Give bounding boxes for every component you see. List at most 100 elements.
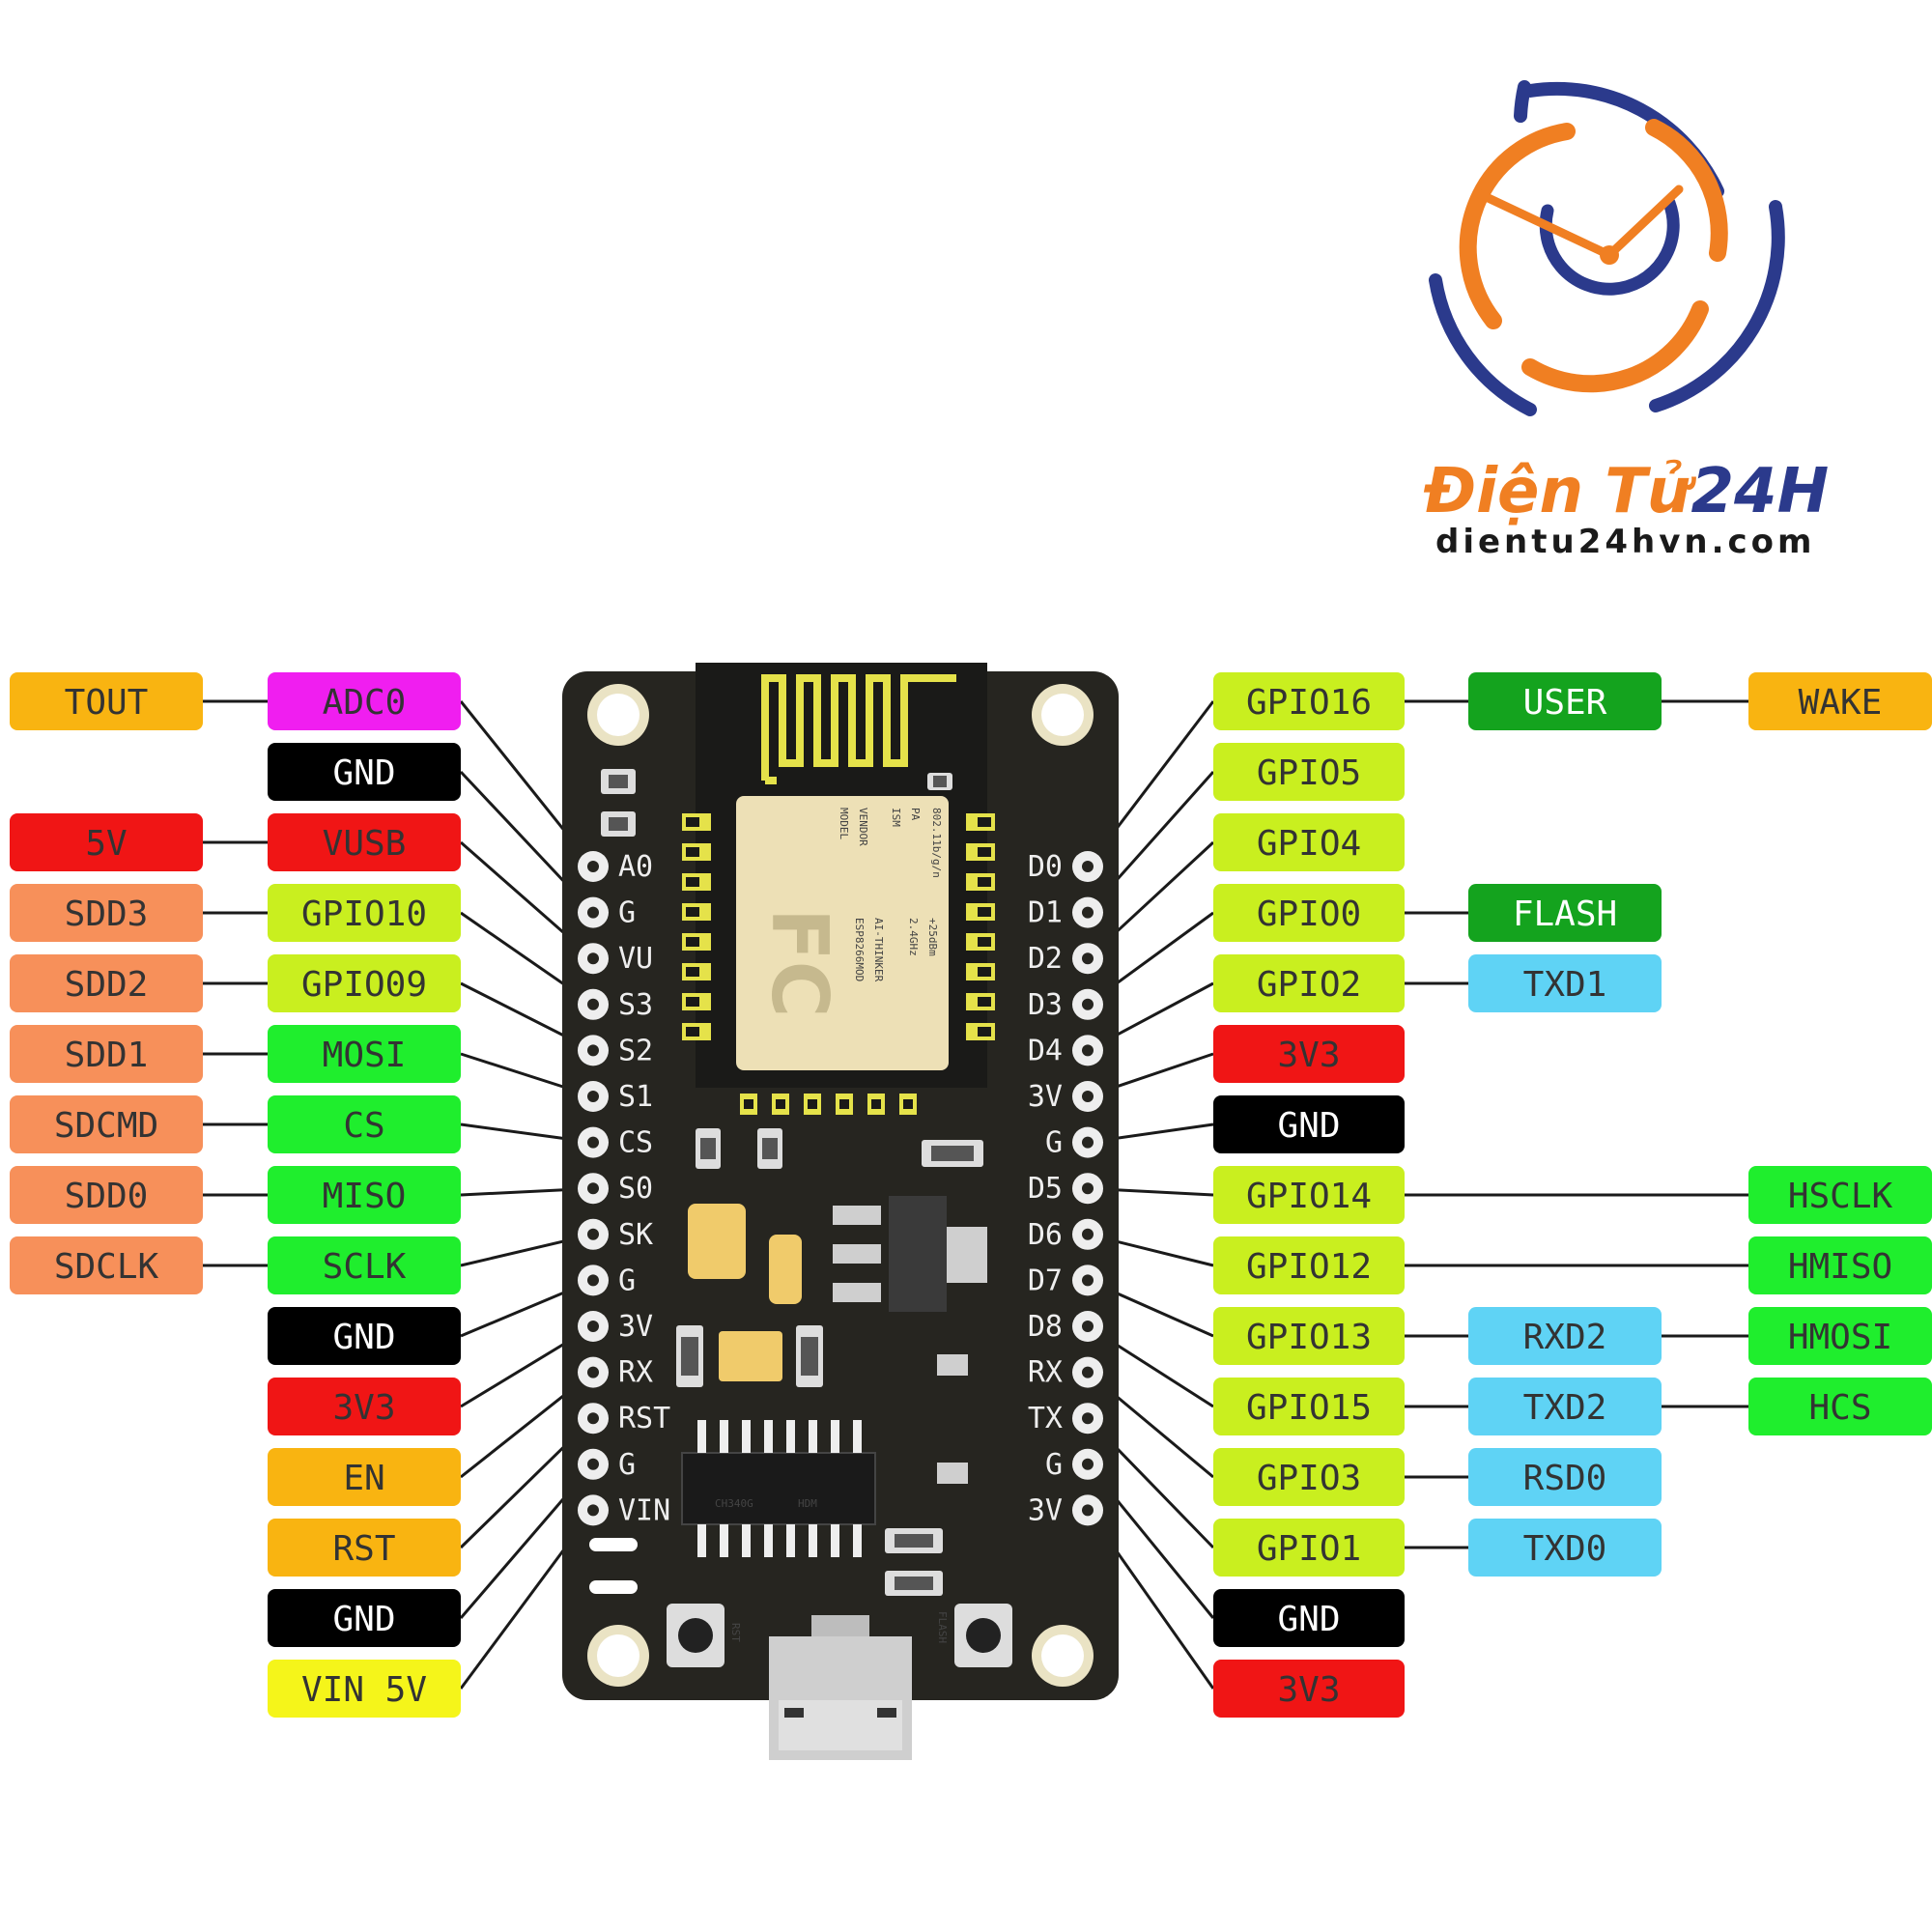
- header-pin-hole: [587, 1228, 599, 1240]
- left-pin-label-bg: [268, 1025, 461, 1083]
- left-pin-label-text: VIN 5V: [301, 1670, 427, 1710]
- right-pin-label: GPIO0: [1213, 884, 1405, 942]
- rst-button[interactable]: RST: [667, 1604, 742, 1667]
- micro-usb-port[interactable]: [769, 1615, 912, 1760]
- left-pin-label-text: VUSB: [323, 824, 407, 864]
- left-pin-label: GPIO10: [268, 884, 461, 942]
- right-alt-label-bg: [1468, 1519, 1662, 1577]
- right-pin-label-bg: [1213, 1589, 1405, 1647]
- board-pin-label: VU: [618, 942, 653, 976]
- rst-button-label: RST: [729, 1623, 742, 1642]
- board-pin-label: S2: [618, 1034, 653, 1067]
- module-pad-hole: [978, 937, 991, 947]
- mounting-holes: [587, 684, 1094, 1687]
- left-pin-label-bg: [268, 884, 461, 942]
- header-pin-hole: [1082, 1182, 1094, 1195]
- module-pad-hole: [744, 1099, 753, 1109]
- left-pin-label: CS: [268, 1095, 461, 1153]
- right-pin-label-bg: [1213, 1660, 1405, 1718]
- clock-logo-icon: [1429, 80, 1785, 416]
- module-pad-hole: [808, 1099, 817, 1109]
- right-alt-label: FLASH: [1468, 884, 1662, 942]
- board-pin-label: D1: [1028, 896, 1063, 930]
- flash-button-label: FLASH: [936, 1611, 949, 1643]
- module-pad-hole: [839, 1099, 849, 1109]
- smd-components: [589, 769, 987, 1596]
- left-pin-label-text: RST: [332, 1529, 395, 1569]
- board-pin-label: CS: [618, 1126, 653, 1160]
- left-pin-label-bg: [268, 743, 461, 801]
- module-text-line: ISM: [890, 808, 902, 827]
- left-pin-label-text: MOSI: [323, 1036, 407, 1075]
- left-alt-label-text: SDD3: [65, 895, 149, 934]
- board-pin-label: D3: [1028, 988, 1063, 1022]
- left-pin-label: GND: [268, 1307, 461, 1365]
- left-alt-label-bg: [10, 954, 203, 1012]
- right-pin-label-bg: [1213, 1519, 1405, 1577]
- module-text-line: VENDOR: [857, 808, 869, 846]
- right-pin-label-bg: [1213, 1025, 1405, 1083]
- right-pin-label: GPIO15: [1213, 1378, 1405, 1435]
- board-pin-label: 3V: [1028, 1080, 1063, 1114]
- ic-leg: [764, 1524, 773, 1557]
- right-pin-label: GPIO1: [1213, 1519, 1405, 1577]
- left-pin-label: VUSB: [268, 813, 461, 871]
- header-pin-hole: [587, 1182, 599, 1195]
- left-pin-label-bg: [268, 672, 461, 730]
- left-alt-label: 5V: [10, 813, 203, 871]
- ic-label: CH340G: [715, 1497, 753, 1510]
- module-text-line: 802.11b/g/n: [930, 808, 943, 878]
- left-pin-label: 3V3: [268, 1378, 461, 1435]
- right-pin-label-text: GPIO3: [1257, 1459, 1361, 1498]
- left-alt-label: SDD0: [10, 1166, 203, 1224]
- ic-leg: [697, 1524, 706, 1557]
- module-pad-hole: [978, 877, 991, 887]
- right-alt-label-text: FLASH: [1513, 895, 1617, 934]
- right-func-label-text: WAKE: [1799, 683, 1883, 723]
- left-pin-label: GND: [268, 1589, 461, 1647]
- board-pin-label: G: [618, 1264, 636, 1297]
- right-pin-label-text: GPIO0: [1257, 895, 1361, 934]
- module-shield: [736, 796, 949, 1070]
- left-pin-label-text: GPIO10: [301, 895, 427, 934]
- left-pin-label-text: GND: [332, 1600, 395, 1639]
- right-alt-label-bg: [1468, 954, 1662, 1012]
- module-logo: FC: [754, 908, 844, 1017]
- right-alt-label-bg: [1468, 1378, 1662, 1435]
- board-pin-label: D0: [1028, 850, 1063, 884]
- board-pin-label: RX: [1028, 1356, 1063, 1390]
- right-pin-label-text: 3V3: [1277, 1670, 1340, 1710]
- header-pin-hole: [587, 1321, 599, 1332]
- right-alt-label-text: TXD2: [1523, 1388, 1607, 1428]
- module-pads: [682, 813, 995, 1115]
- left-pin-label: MOSI: [268, 1025, 461, 1083]
- header-pin-hole: [1082, 1321, 1094, 1332]
- module-pad-hole: [686, 847, 699, 857]
- ic-leg: [742, 1524, 751, 1557]
- header-pin-hole: [1082, 1412, 1094, 1425]
- module-text-line: AI-THINKER: [872, 918, 885, 982]
- right-pin-label: GPIO3: [1213, 1448, 1405, 1506]
- header-pin-hole: [1082, 1044, 1094, 1057]
- board-pin-label: RX: [618, 1356, 653, 1390]
- right-func-label-text: HMISO: [1788, 1247, 1892, 1287]
- flash-button[interactable]: FLASH: [936, 1604, 1012, 1667]
- right-pin-label-text: GPIO5: [1257, 753, 1361, 793]
- right-func-label-text: HSCLK: [1788, 1177, 1893, 1216]
- module-pad-hole: [776, 1099, 785, 1109]
- right-pin-label-text: GPIO4: [1257, 824, 1361, 864]
- right-pin-label-text: 3V3: [1277, 1036, 1340, 1075]
- right-pin-label: GPIO13: [1213, 1307, 1405, 1365]
- left-alt-label-bg: [10, 1166, 203, 1224]
- left-pin-label: GPIO09: [268, 954, 461, 1012]
- left-pin-label: GND: [268, 743, 461, 801]
- right-alt-label-bg: [1468, 672, 1662, 730]
- left-alt-label: SDD2: [10, 954, 203, 1012]
- ic-leg: [853, 1420, 862, 1453]
- left-pin-label-bg: [268, 1660, 461, 1718]
- module-text-line: 2.4GHz: [907, 918, 920, 956]
- header-pin-hole: [587, 1274, 599, 1287]
- right-func-label: WAKE: [1748, 672, 1932, 730]
- module-pad-hole: [686, 907, 699, 917]
